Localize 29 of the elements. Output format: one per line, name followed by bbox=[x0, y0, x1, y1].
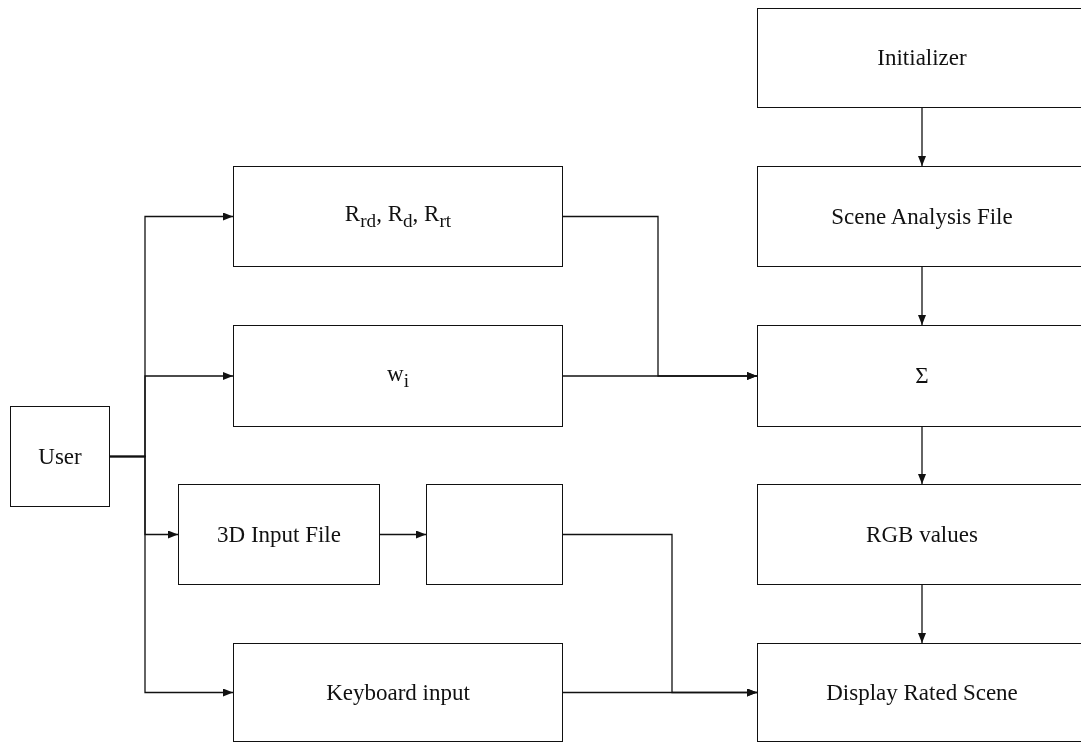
process-box bbox=[233, 325, 563, 427]
arrow bbox=[918, 426, 926, 485]
box-label: w$_{i}$ bbox=[387, 360, 409, 392]
box-label: Σ bbox=[915, 363, 929, 389]
box-label: RGB values bbox=[866, 521, 978, 548]
box-label: R$_{rd}$, R$_{d}$, R$_{rt}$ bbox=[344, 201, 452, 232]
box-label: User bbox=[38, 443, 82, 470]
box-label: Initializer bbox=[877, 45, 967, 71]
box-label: Scene Analysis File bbox=[831, 203, 1013, 230]
process-box bbox=[757, 325, 1081, 427]
process-box bbox=[757, 484, 1081, 585]
process-box bbox=[426, 484, 563, 585]
arrow bbox=[109, 455, 234, 697]
process-box bbox=[178, 484, 380, 585]
arrow bbox=[379, 530, 427, 539]
arrow bbox=[562, 372, 758, 380]
arrow bbox=[918, 266, 926, 326]
arrow bbox=[918, 584, 926, 644]
process-box bbox=[233, 643, 563, 742]
box-label: Display Rated Scene bbox=[826, 679, 1018, 706]
process-box bbox=[757, 643, 1081, 742]
box-label: Keyboard input bbox=[326, 679, 470, 706]
process-box bbox=[233, 166, 563, 267]
box-label: 3D Input File bbox=[217, 521, 341, 548]
arrow bbox=[562, 688, 758, 697]
process-box bbox=[757, 166, 1081, 267]
process-box bbox=[757, 8, 1081, 108]
arrow bbox=[918, 107, 926, 167]
process-box bbox=[10, 406, 110, 507]
